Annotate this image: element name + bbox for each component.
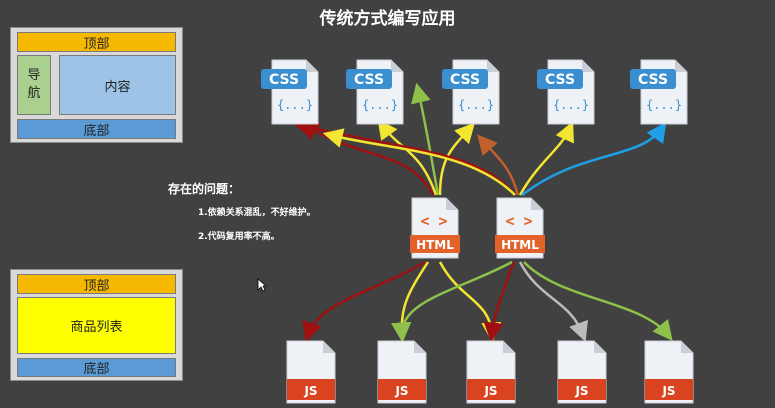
js-file-icon: JS bbox=[377, 340, 427, 404]
arrow-html2-css3 bbox=[477, 134, 520, 196]
html-file-symbol: < > bbox=[505, 212, 532, 230]
layout-b-footer: 底部 bbox=[17, 358, 176, 377]
arrow-html2-css5 bbox=[521, 121, 667, 196]
js-file-label: JS bbox=[303, 384, 317, 398]
html-file-icon: < > HTML bbox=[410, 197, 460, 259]
html-file-icon: < > HTML bbox=[495, 197, 545, 259]
arrow-html2-js2 bbox=[483, 261, 516, 343]
js-file-label: JS bbox=[483, 384, 497, 398]
css-file-code: {...} bbox=[458, 98, 494, 112]
js-file-icon: JS bbox=[557, 340, 607, 404]
js-file-icon: JS bbox=[644, 340, 694, 404]
arrow-html2-js3 bbox=[518, 261, 589, 343]
html-file-symbol: < > bbox=[420, 212, 447, 230]
layout-b-content: 商品列表 bbox=[17, 297, 176, 354]
css-file-code: {...} bbox=[646, 98, 682, 112]
mouse-cursor-icon bbox=[257, 278, 267, 292]
css-file-icon: CSS {...} bbox=[346, 59, 404, 125]
css-file-icon: CSS {...} bbox=[442, 59, 500, 125]
css-file-label: CSS bbox=[269, 72, 299, 88]
css-file-icon: CSS {...} bbox=[261, 59, 319, 125]
html-file-label: HTML bbox=[416, 238, 454, 252]
arrow-html1-css2b bbox=[411, 82, 440, 196]
layout-a-footer: 底部 bbox=[17, 119, 176, 139]
arrow-html1-css1 bbox=[298, 120, 435, 196]
issue-item-1: 1.依赖关系混乱，不好维护。 bbox=[198, 208, 316, 218]
css-file-icon: CSS {...} bbox=[537, 59, 595, 125]
css-file-label: CSS bbox=[450, 72, 480, 88]
issues-heading: 存在的问题： bbox=[168, 182, 241, 196]
arrow-html2-js1 bbox=[391, 260, 513, 343]
css-file-label: CSS bbox=[638, 72, 668, 88]
arrow-html2-css2 bbox=[322, 128, 516, 196]
js-file-icon: JS bbox=[286, 340, 336, 404]
css-file-icon: CSS {...} bbox=[630, 59, 688, 125]
layout-a-header: 顶部 bbox=[17, 32, 176, 52]
html-file-label: HTML bbox=[501, 238, 539, 252]
js-file-label: JS bbox=[661, 384, 675, 398]
css-file-code: {...} bbox=[362, 98, 398, 112]
layout-a-nav: 导 航 bbox=[17, 55, 51, 115]
js-file-icon: JS bbox=[466, 340, 516, 404]
arrow-html1-css2 bbox=[377, 118, 438, 196]
arrow-html1-js1 bbox=[302, 260, 426, 343]
issue-item-2: 2.代码复用率不高。 bbox=[198, 232, 280, 242]
page-title: 传统方式编写应用 bbox=[319, 9, 456, 29]
layout-mockup-a: 顶部 导 航 内容 底部 bbox=[10, 27, 183, 143]
css-file-code: {...} bbox=[277, 98, 313, 112]
dependency-arrows bbox=[292, 82, 673, 343]
js-file-label: JS bbox=[394, 384, 408, 398]
css-file-label: CSS bbox=[354, 72, 384, 88]
arrow-html2-css4 bbox=[518, 121, 574, 196]
arrow-html2-js4 bbox=[523, 261, 673, 341]
css-file-label: CSS bbox=[545, 72, 575, 88]
css-file-code: {...} bbox=[553, 98, 589, 112]
layout-b-header: 顶部 bbox=[17, 274, 176, 294]
arrow-html1-js3 bbox=[438, 261, 502, 343]
layout-a-content: 内容 bbox=[59, 55, 176, 115]
layout-mockup-b: 顶部 商品列表 底部 bbox=[10, 269, 183, 381]
js-file-label: JS bbox=[574, 384, 588, 398]
